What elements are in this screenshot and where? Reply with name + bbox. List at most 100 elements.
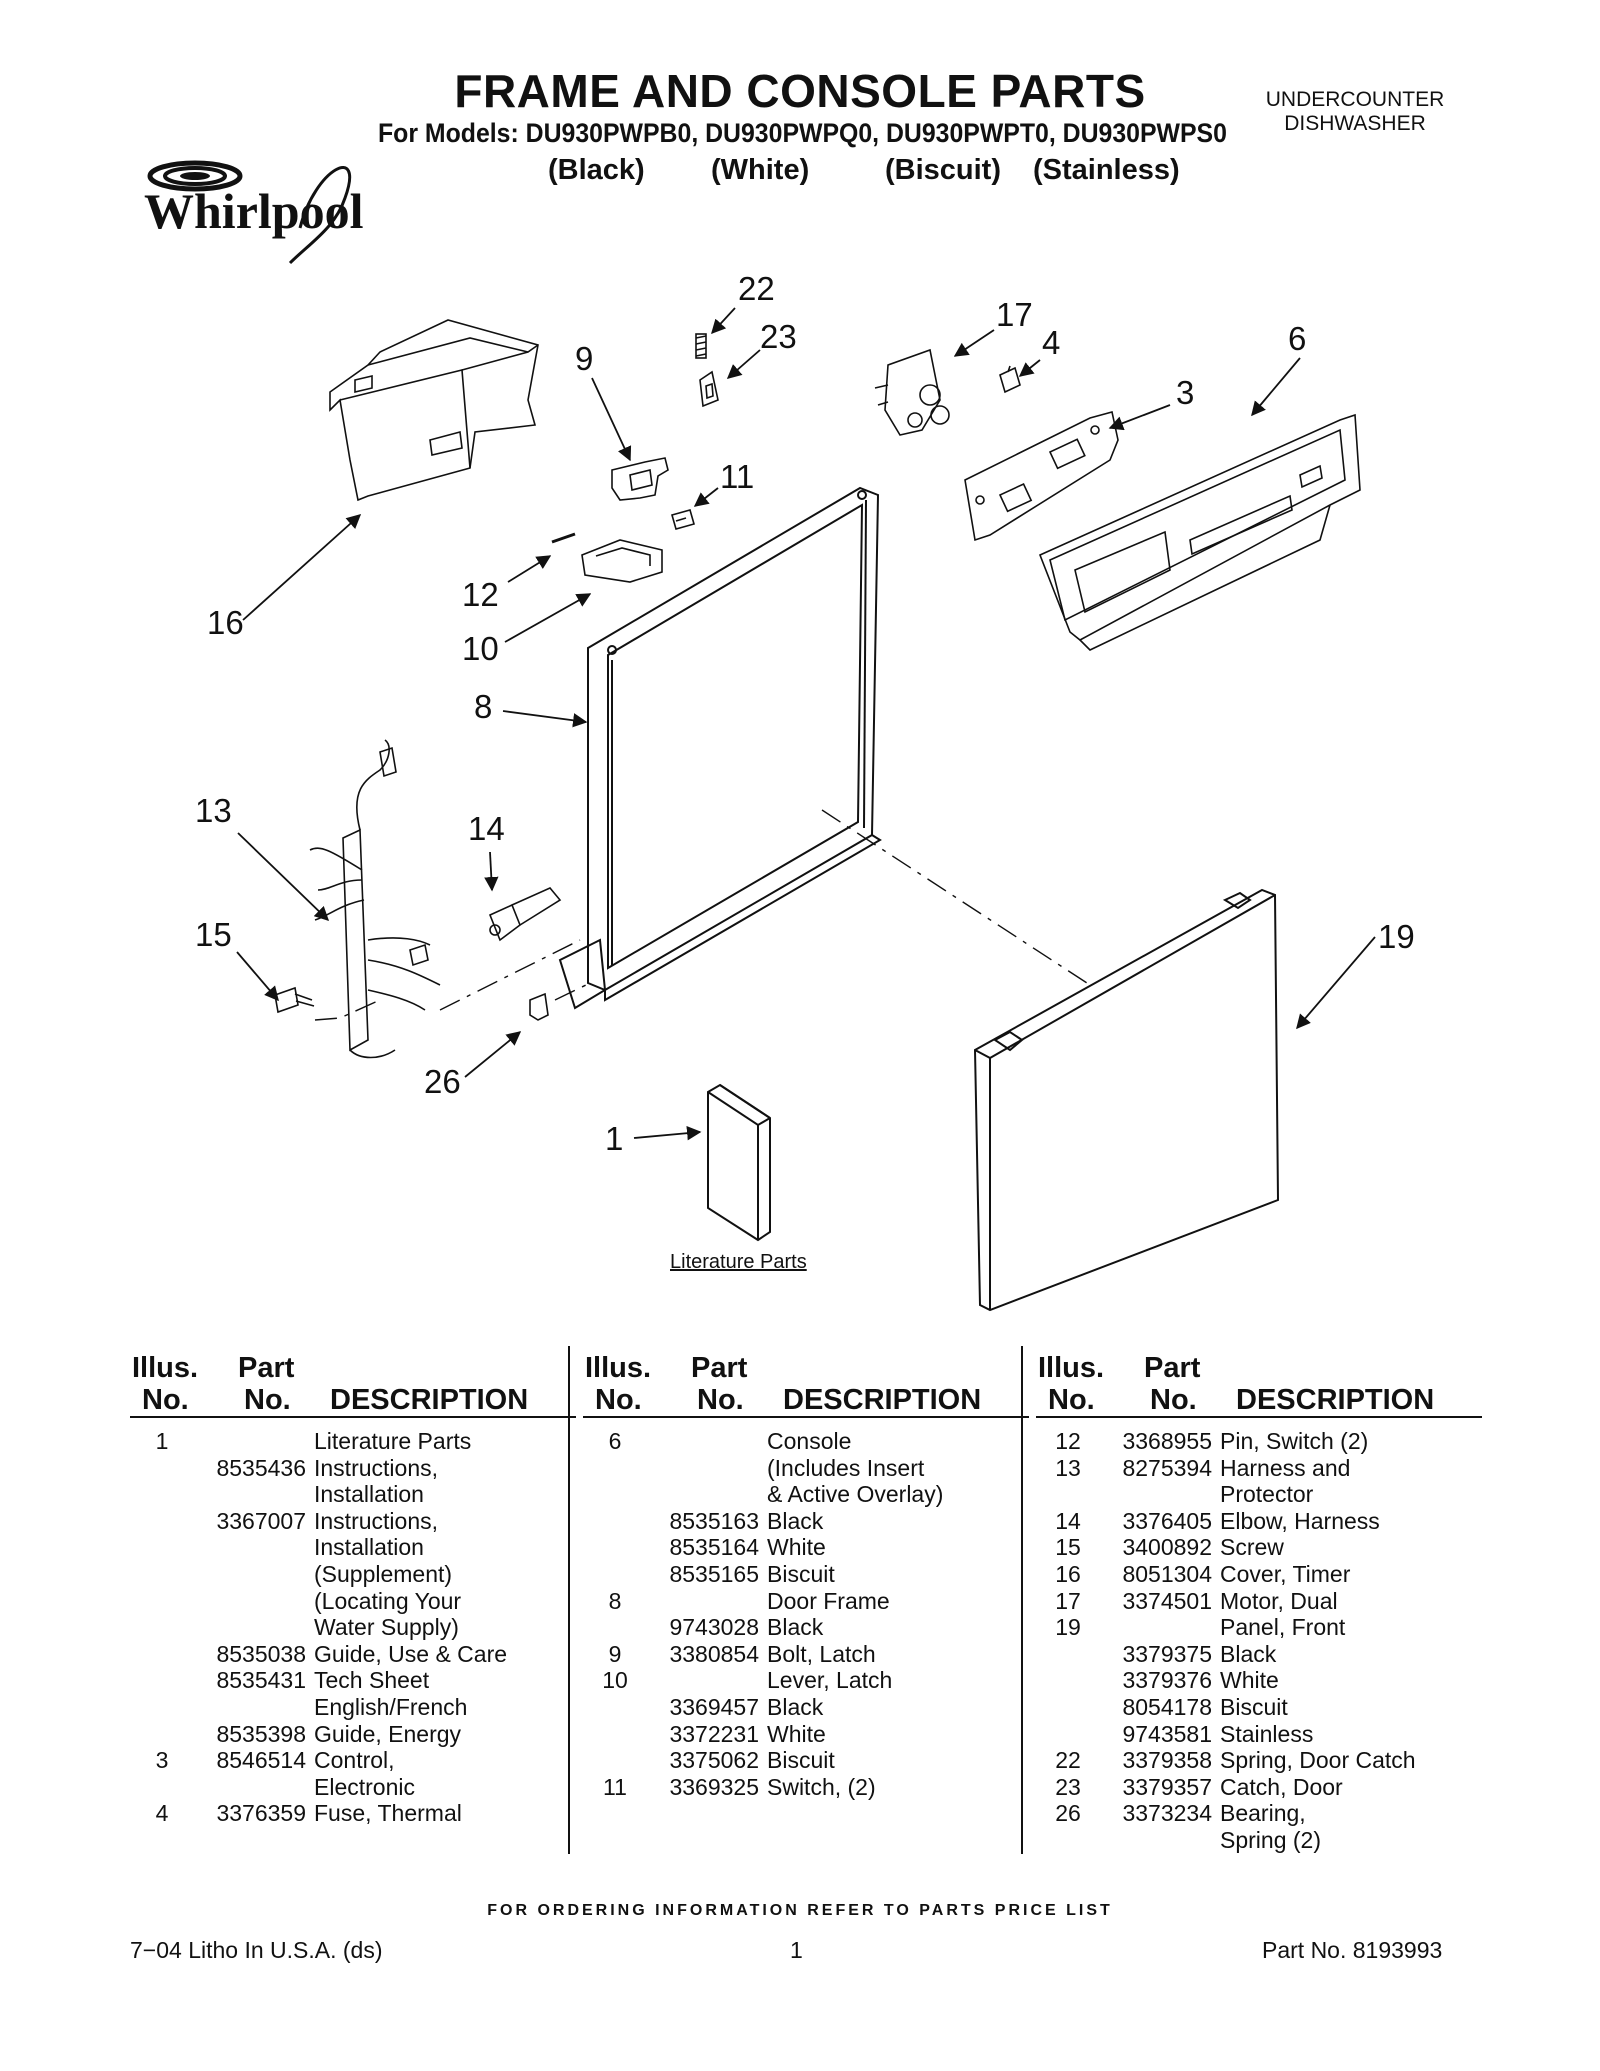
illus-number: [1036, 1667, 1100, 1694]
callout-23: 23: [760, 318, 797, 355]
part-number: [647, 1667, 767, 1694]
illus-number: 23: [1055, 1773, 1081, 1800]
parts-table-header-1: Illus. No. Part No. DESCRIPTION: [130, 1346, 576, 1418]
part-number: 3369325: [669, 1773, 759, 1800]
illus-number: [130, 1774, 194, 1801]
illus-number: [583, 1721, 647, 1748]
header-description: DESCRIPTION: [1236, 1384, 1435, 1416]
illus-number: [583, 1561, 647, 1588]
parts-row: English/French: [130, 1694, 576, 1721]
part-number: 3379357: [1122, 1773, 1212, 1800]
illus-number: [1036, 1827, 1100, 1854]
part-number: 8535164: [669, 1534, 759, 1561]
header-illus-no: No.: [595, 1384, 642, 1416]
part-description: Electronic: [314, 1773, 415, 1800]
wire-harness-part: [309, 739, 441, 1059]
illus-number: 26: [1055, 1800, 1081, 1827]
switch-pin-part: [551, 532, 576, 544]
illus-number: [130, 1641, 194, 1668]
parts-row: (Locating Your: [130, 1588, 576, 1615]
finish-black: (Black): [548, 154, 645, 186]
illus-number: [583, 1534, 647, 1561]
header-part: Part: [1144, 1352, 1201, 1384]
illus-number: 22: [1055, 1747, 1081, 1774]
door-frame-part: [558, 486, 882, 1010]
document-part-number: Part No. 8193993: [1262, 1937, 1443, 1963]
header-illus: Illus.: [132, 1352, 199, 1384]
part-number: [194, 1774, 314, 1801]
part-number: 8535163: [669, 1507, 759, 1534]
callout-16: 16: [207, 604, 244, 641]
illus-number: [130, 1508, 194, 1535]
illus-number: 17: [1055, 1587, 1081, 1614]
part-number: 3376405: [1122, 1507, 1212, 1534]
console-part: [1038, 413, 1361, 651]
part-number: [647, 1588, 767, 1615]
harness-elbow-part: [488, 887, 562, 942]
screw-part: [274, 986, 315, 1014]
part-description: Bearing,: [1220, 1800, 1306, 1827]
illus-number: [583, 1614, 647, 1641]
parts-row: Installation: [130, 1534, 576, 1561]
part-number: 9743028: [669, 1614, 759, 1641]
part-description: Guide, Energy: [314, 1720, 462, 1747]
models-line: For Models: DU930PWPB0, DU930PWPQ0, DU93…: [378, 118, 1227, 148]
illus-number: [583, 1481, 647, 1508]
part-number: 8054178: [1122, 1693, 1212, 1720]
part-number: [194, 1428, 314, 1455]
parts-row: Water Supply): [130, 1614, 576, 1641]
illus-number: 4: [155, 1800, 169, 1827]
header-illus-no: No.: [142, 1384, 189, 1416]
part-description: Harness and: [1220, 1454, 1351, 1481]
part-description: Biscuit: [1220, 1693, 1288, 1720]
illus-number: [583, 1694, 647, 1721]
illus-number: [1036, 1641, 1100, 1668]
door-catch-part: [699, 370, 719, 408]
part-number: [194, 1694, 314, 1721]
part-number: [1100, 1614, 1220, 1641]
callout-10: 10: [462, 630, 499, 667]
illus-number: 12: [1055, 1428, 1081, 1454]
parts-row: Spring (2): [1036, 1827, 1482, 1854]
part-description: English/French: [314, 1693, 468, 1720]
callout-4: 4: [1042, 324, 1060, 361]
part-description: Pin, Switch (2): [1220, 1428, 1369, 1454]
logo-wordmark: Whirlpool: [144, 183, 364, 239]
illus-number: [130, 1481, 194, 1508]
illus-number: [1036, 1481, 1100, 1508]
part-number: 3369457: [669, 1693, 759, 1720]
illus-number: 15: [1055, 1534, 1081, 1561]
illus-number: [130, 1534, 194, 1561]
finish-white: (White): [711, 154, 810, 186]
illus-number: 19: [1055, 1614, 1081, 1641]
part-description: (Supplement): [314, 1560, 453, 1587]
latch-bolt-part: [611, 457, 669, 501]
part-description: Bolt, Latch: [767, 1640, 876, 1667]
illus-number: [583, 1455, 647, 1482]
parts-table-header-3: Illus. No. Part No. DESCRIPTION: [1036, 1346, 1482, 1418]
part-description: Spring (2): [1220, 1826, 1321, 1853]
part-description: Installation: [314, 1481, 424, 1508]
callout-1: 1: [605, 1120, 623, 1157]
part-number: 3380854: [669, 1640, 759, 1667]
part-number: 3367007: [216, 1507, 306, 1534]
